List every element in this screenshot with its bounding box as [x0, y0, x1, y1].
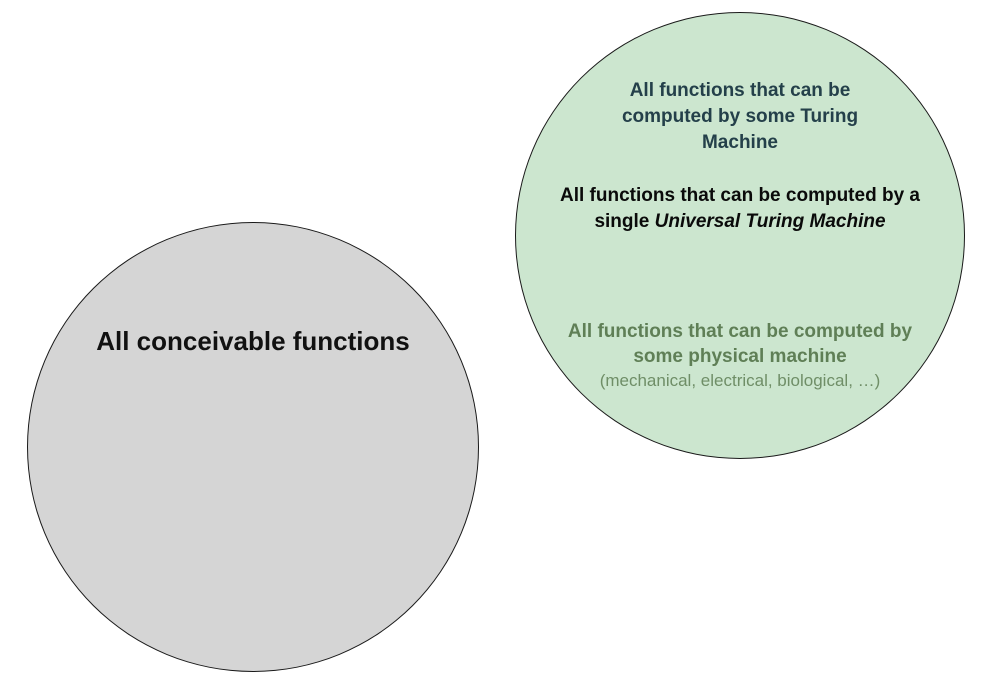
all-conceivable-functions-circle [27, 222, 479, 672]
universal-turing-machine-functions-label: All functions that can be computed by a … [560, 183, 920, 235]
turing-machine-functions-label: All functions that can be computed by so… [621, 80, 859, 153]
universal-label-emphasis: Universal Turing Machine [654, 211, 886, 232]
computable-functions-circle [515, 12, 965, 459]
universal-label-prefix: All functions that can be computed by a … [560, 185, 920, 232]
physical-machine-examples-label: (mechanical, electrical, biological, …) [599, 371, 881, 390]
all-conceivable-functions-label: All conceivable functions [96, 326, 410, 356]
physical-machine-functions-label: All functions that can be computed by so… [567, 321, 913, 367]
